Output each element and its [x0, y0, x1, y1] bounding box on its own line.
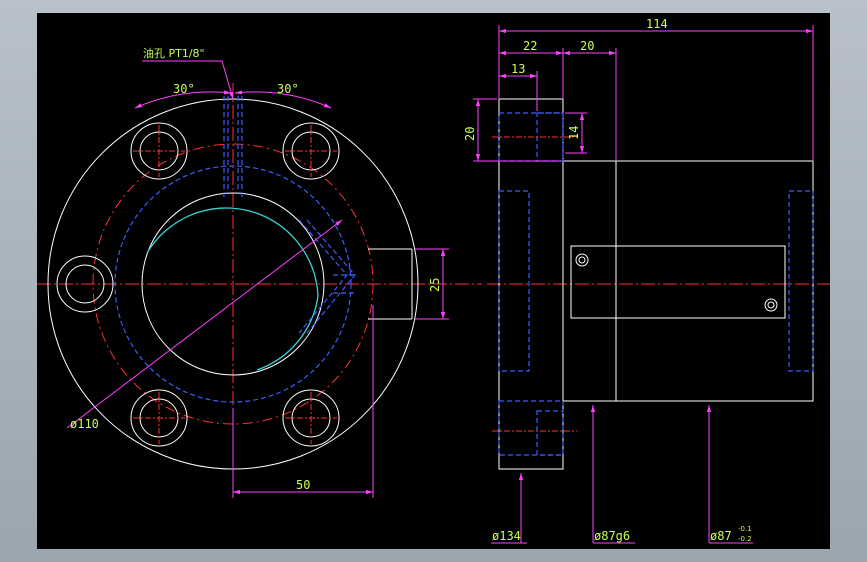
side-dimensions — [473, 25, 814, 544]
front-dimension-texts: 油孔 PT1/8" 30° 30° ø110 50 25 — [70, 46, 442, 492]
dim-50-label: 50 — [296, 478, 310, 492]
side-boss — [368, 248, 413, 320]
bolt-hole-bottom-right — [282, 389, 340, 447]
body-outline — [562, 160, 814, 402]
oil-hole-hidden — [223, 96, 357, 334]
hidden-body-circle — [114, 165, 352, 403]
bolt-hole-bottom-left — [130, 389, 188, 447]
oil-hole-label: 油孔 PT1/8" — [143, 46, 205, 60]
dia-134-label: ø134 — [492, 529, 521, 543]
bolt-hole-top-right — [282, 122, 340, 180]
dim-20-top-label: 20 — [580, 39, 594, 53]
dia-87g6-label: ø87g6 — [594, 529, 630, 543]
dia-87-label: ø87 — [710, 529, 732, 543]
slot-window — [570, 245, 786, 319]
dim-13-label: 13 — [511, 62, 525, 76]
side-hidden-lines — [498, 112, 814, 456]
side-hole-centerlines — [492, 136, 577, 432]
bolt-hole-left — [56, 255, 114, 313]
front-view: 油孔 PT1/8" 30° 30° ø110 50 25 — [37, 46, 482, 498]
dim-25-label: 25 — [428, 278, 442, 292]
dim-20-side-label: 20 — [463, 127, 477, 141]
side-view: 114 22 20 13 20 14 ø134 ø87g6 ø87 -0.1 -… — [463, 17, 830, 544]
dia-110-label: ø110 — [70, 417, 99, 431]
bolt-hole-top-left — [130, 122, 188, 180]
thread-arc — [146, 207, 319, 297]
dim-114-label: 114 — [646, 17, 668, 31]
angle-right-label: 30° — [277, 82, 299, 96]
dim-22-label: 22 — [523, 39, 537, 53]
front-dimensions — [66, 60, 449, 498]
bore-circle — [141, 192, 325, 376]
dim-14-label: 14 — [567, 126, 581, 140]
side-dimension-texts: 114 22 20 13 20 14 ø134 ø87g6 ø87 -0.1 -… — [463, 17, 752, 543]
drawing-canvas: 油孔 PT1/8" 30° 30° ø110 50 25 — [37, 13, 830, 549]
angle-left-label: 30° — [173, 82, 195, 96]
tol-lower-label: -0.2 — [738, 535, 752, 543]
tol-upper-label: -0.1 — [738, 525, 752, 533]
thread-arc-lower — [256, 295, 319, 371]
drawing-svg: 油孔 PT1/8" 30° 30° ø110 50 25 — [37, 17, 830, 544]
